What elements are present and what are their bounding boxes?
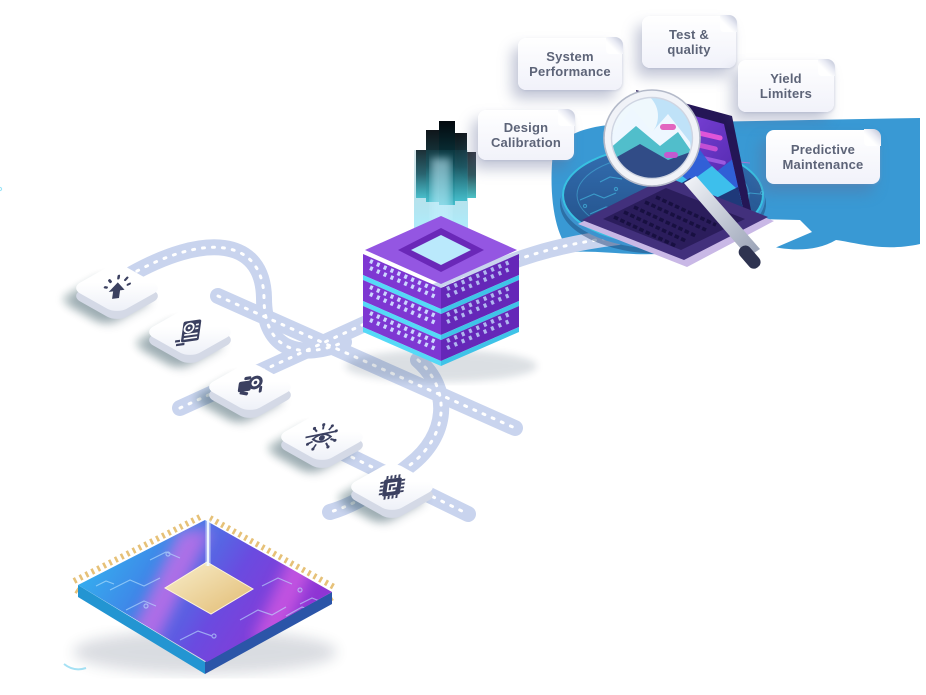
label-system-performance: System Performance [518, 37, 623, 90]
wafer-chip [63, 508, 337, 674]
chip-cpu-icon [355, 451, 429, 523]
label-yield-limiters: Yield Limiters [738, 59, 835, 112]
report-document-icon [153, 296, 227, 368]
agent-tile-vision [275, 404, 369, 472]
agent-tile-camera [203, 354, 297, 422]
label-text: Predictive Maintenance [782, 142, 864, 172]
label-text: System Performance [529, 49, 611, 79]
laptop-keyboard [603, 188, 745, 250]
server-slabs [363, 254, 519, 366]
label-text: Design Calibration [490, 120, 562, 150]
label-predictive-maintenance: Predictive Maintenance [766, 129, 881, 184]
agent-tile-report [143, 299, 237, 367]
tap-click-icon [80, 252, 154, 324]
agent-tile-click [70, 255, 164, 323]
label-test-quality: Test & quality [642, 15, 737, 68]
inspection-camera-icon [213, 351, 287, 423]
ai-vision-eye-icon [285, 401, 359, 473]
label-text: Test & quality [667, 27, 711, 57]
agent-tile-chip [345, 454, 439, 522]
label-text: Yield Limiters [759, 71, 813, 101]
server-stack [345, 121, 537, 382]
label-design-calibration: Design Calibration [478, 109, 575, 160]
lens-chart-view [608, 94, 696, 182]
magnifier-icon [603, 89, 761, 269]
